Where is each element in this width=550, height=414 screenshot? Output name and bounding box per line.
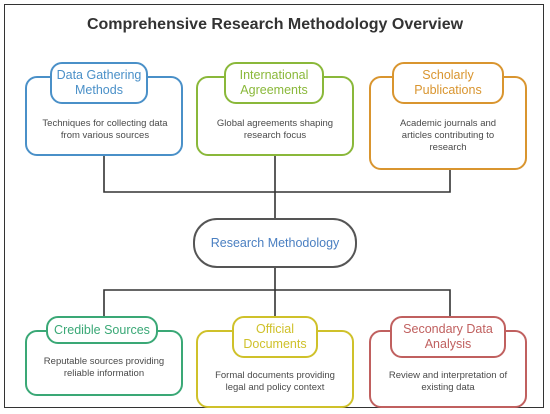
page-title: Comprehensive Research Methodology Overv… <box>86 16 464 33</box>
node-description: Global agreements shaping research focus <box>216 118 334 141</box>
node-secondary-data-analysis: Secondary Data Analysis <box>390 316 506 358</box>
node-international-agreements: International Agreements <box>224 62 324 104</box>
node-description: Formal documents providing legal and pol… <box>215 370 335 393</box>
node-data-gathering-methods: Data Gathering Methods <box>50 62 148 104</box>
node-label: Secondary Data Analysis <box>403 322 493 351</box>
node-description: Review and interpretation of existing da… <box>388 370 508 393</box>
node-research-methodology: Research Methodology <box>193 218 357 268</box>
node-label: International Agreements <box>239 68 309 97</box>
node-scholarly-publications: Scholarly Publications <box>392 62 504 104</box>
node-description: Academic journals and articles contribut… <box>399 118 497 153</box>
node-credible-sources: Credible Sources <box>46 316 158 344</box>
node-description: Techniques for collecting data from vari… <box>42 118 168 141</box>
bottom-connector-left <box>103 268 276 316</box>
top-connector-left-right <box>103 156 451 193</box>
card-official-documents <box>196 330 354 408</box>
bottom-connector-right <box>275 289 451 326</box>
node-label: Data Gathering Methods <box>56 68 142 97</box>
center-label: Research Methodology <box>210 236 340 250</box>
node-label: Credible Sources <box>54 322 150 337</box>
node-official-documents: Official Documents <box>232 316 318 358</box>
node-label: Scholarly Publications <box>414 68 482 97</box>
node-description: Reputable sources providing reliable inf… <box>43 356 165 379</box>
node-label: Official Documents <box>243 322 307 351</box>
